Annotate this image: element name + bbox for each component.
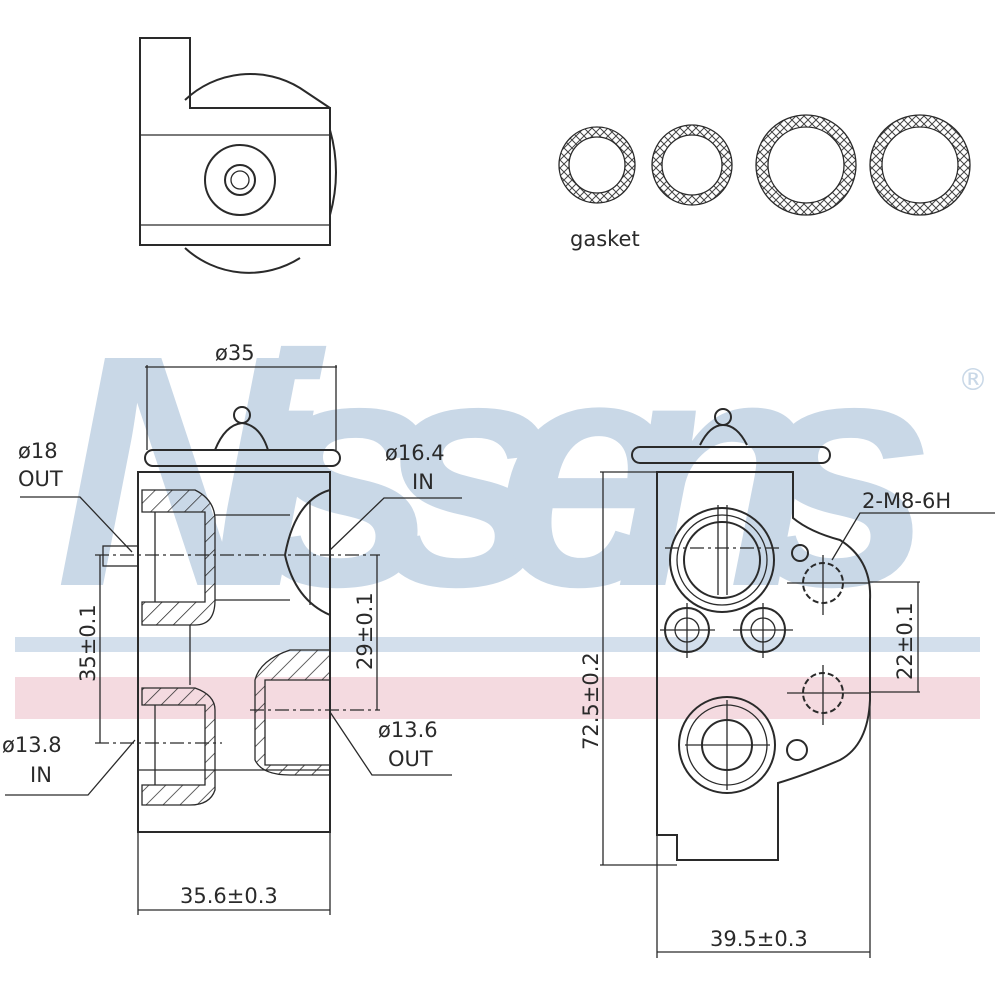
upper-port-circle bbox=[669, 507, 775, 613]
blue-stripe bbox=[15, 637, 980, 652]
gasket-label: gasket bbox=[570, 227, 640, 251]
top-port-circle bbox=[204, 144, 276, 216]
dim-35-tolerance: 35±0.1 bbox=[76, 604, 100, 682]
gasket-2 bbox=[651, 124, 733, 206]
dim-width-35-6: 35.6±0.3 bbox=[180, 884, 278, 908]
nissens-watermark: Nissens ® bbox=[15, 286, 988, 719]
gasket-3 bbox=[755, 114, 857, 216]
dim-29-tolerance: 29±0.1 bbox=[353, 592, 377, 670]
dim-top-diameter: ø35 bbox=[215, 341, 255, 365]
registered-mark: ® bbox=[958, 363, 988, 398]
port-lower-left-dir: IN bbox=[30, 763, 52, 787]
port-upper-right-size: ø16.4 bbox=[385, 441, 445, 465]
front-view: ø35 35±0.1 29±0.1 ø18 OUT ø16.4 IN ø13.8… bbox=[2, 341, 462, 915]
gasket-1 bbox=[558, 126, 636, 204]
port-upper-right-dir: IN bbox=[412, 470, 434, 494]
port-upper-left-dir: OUT bbox=[18, 467, 63, 491]
port-lower-left-size: ø13.8 bbox=[2, 733, 62, 757]
lower-port-circle bbox=[678, 696, 776, 794]
gasket-4 bbox=[869, 114, 971, 216]
top-view bbox=[139, 37, 337, 274]
dim-holes-22: 22±0.1 bbox=[893, 602, 917, 680]
side-view: 72.5±0.2 22±0.1 2-M8-6H 39.5±0.3 bbox=[579, 408, 995, 958]
dim-width-39-5: 39.5±0.3 bbox=[710, 927, 808, 951]
watermark-logo-text: Nissens bbox=[55, 286, 935, 655]
port-upper-left-size: ø18 bbox=[18, 439, 58, 463]
gaskets: gasket bbox=[558, 114, 971, 251]
port-lower-right-dir: OUT bbox=[388, 747, 433, 771]
dim-height-72-5: 72.5±0.2 bbox=[579, 652, 603, 750]
thread-spec-label: 2-M8-6H bbox=[862, 489, 951, 513]
port-lower-right-size: ø13.6 bbox=[378, 718, 438, 742]
